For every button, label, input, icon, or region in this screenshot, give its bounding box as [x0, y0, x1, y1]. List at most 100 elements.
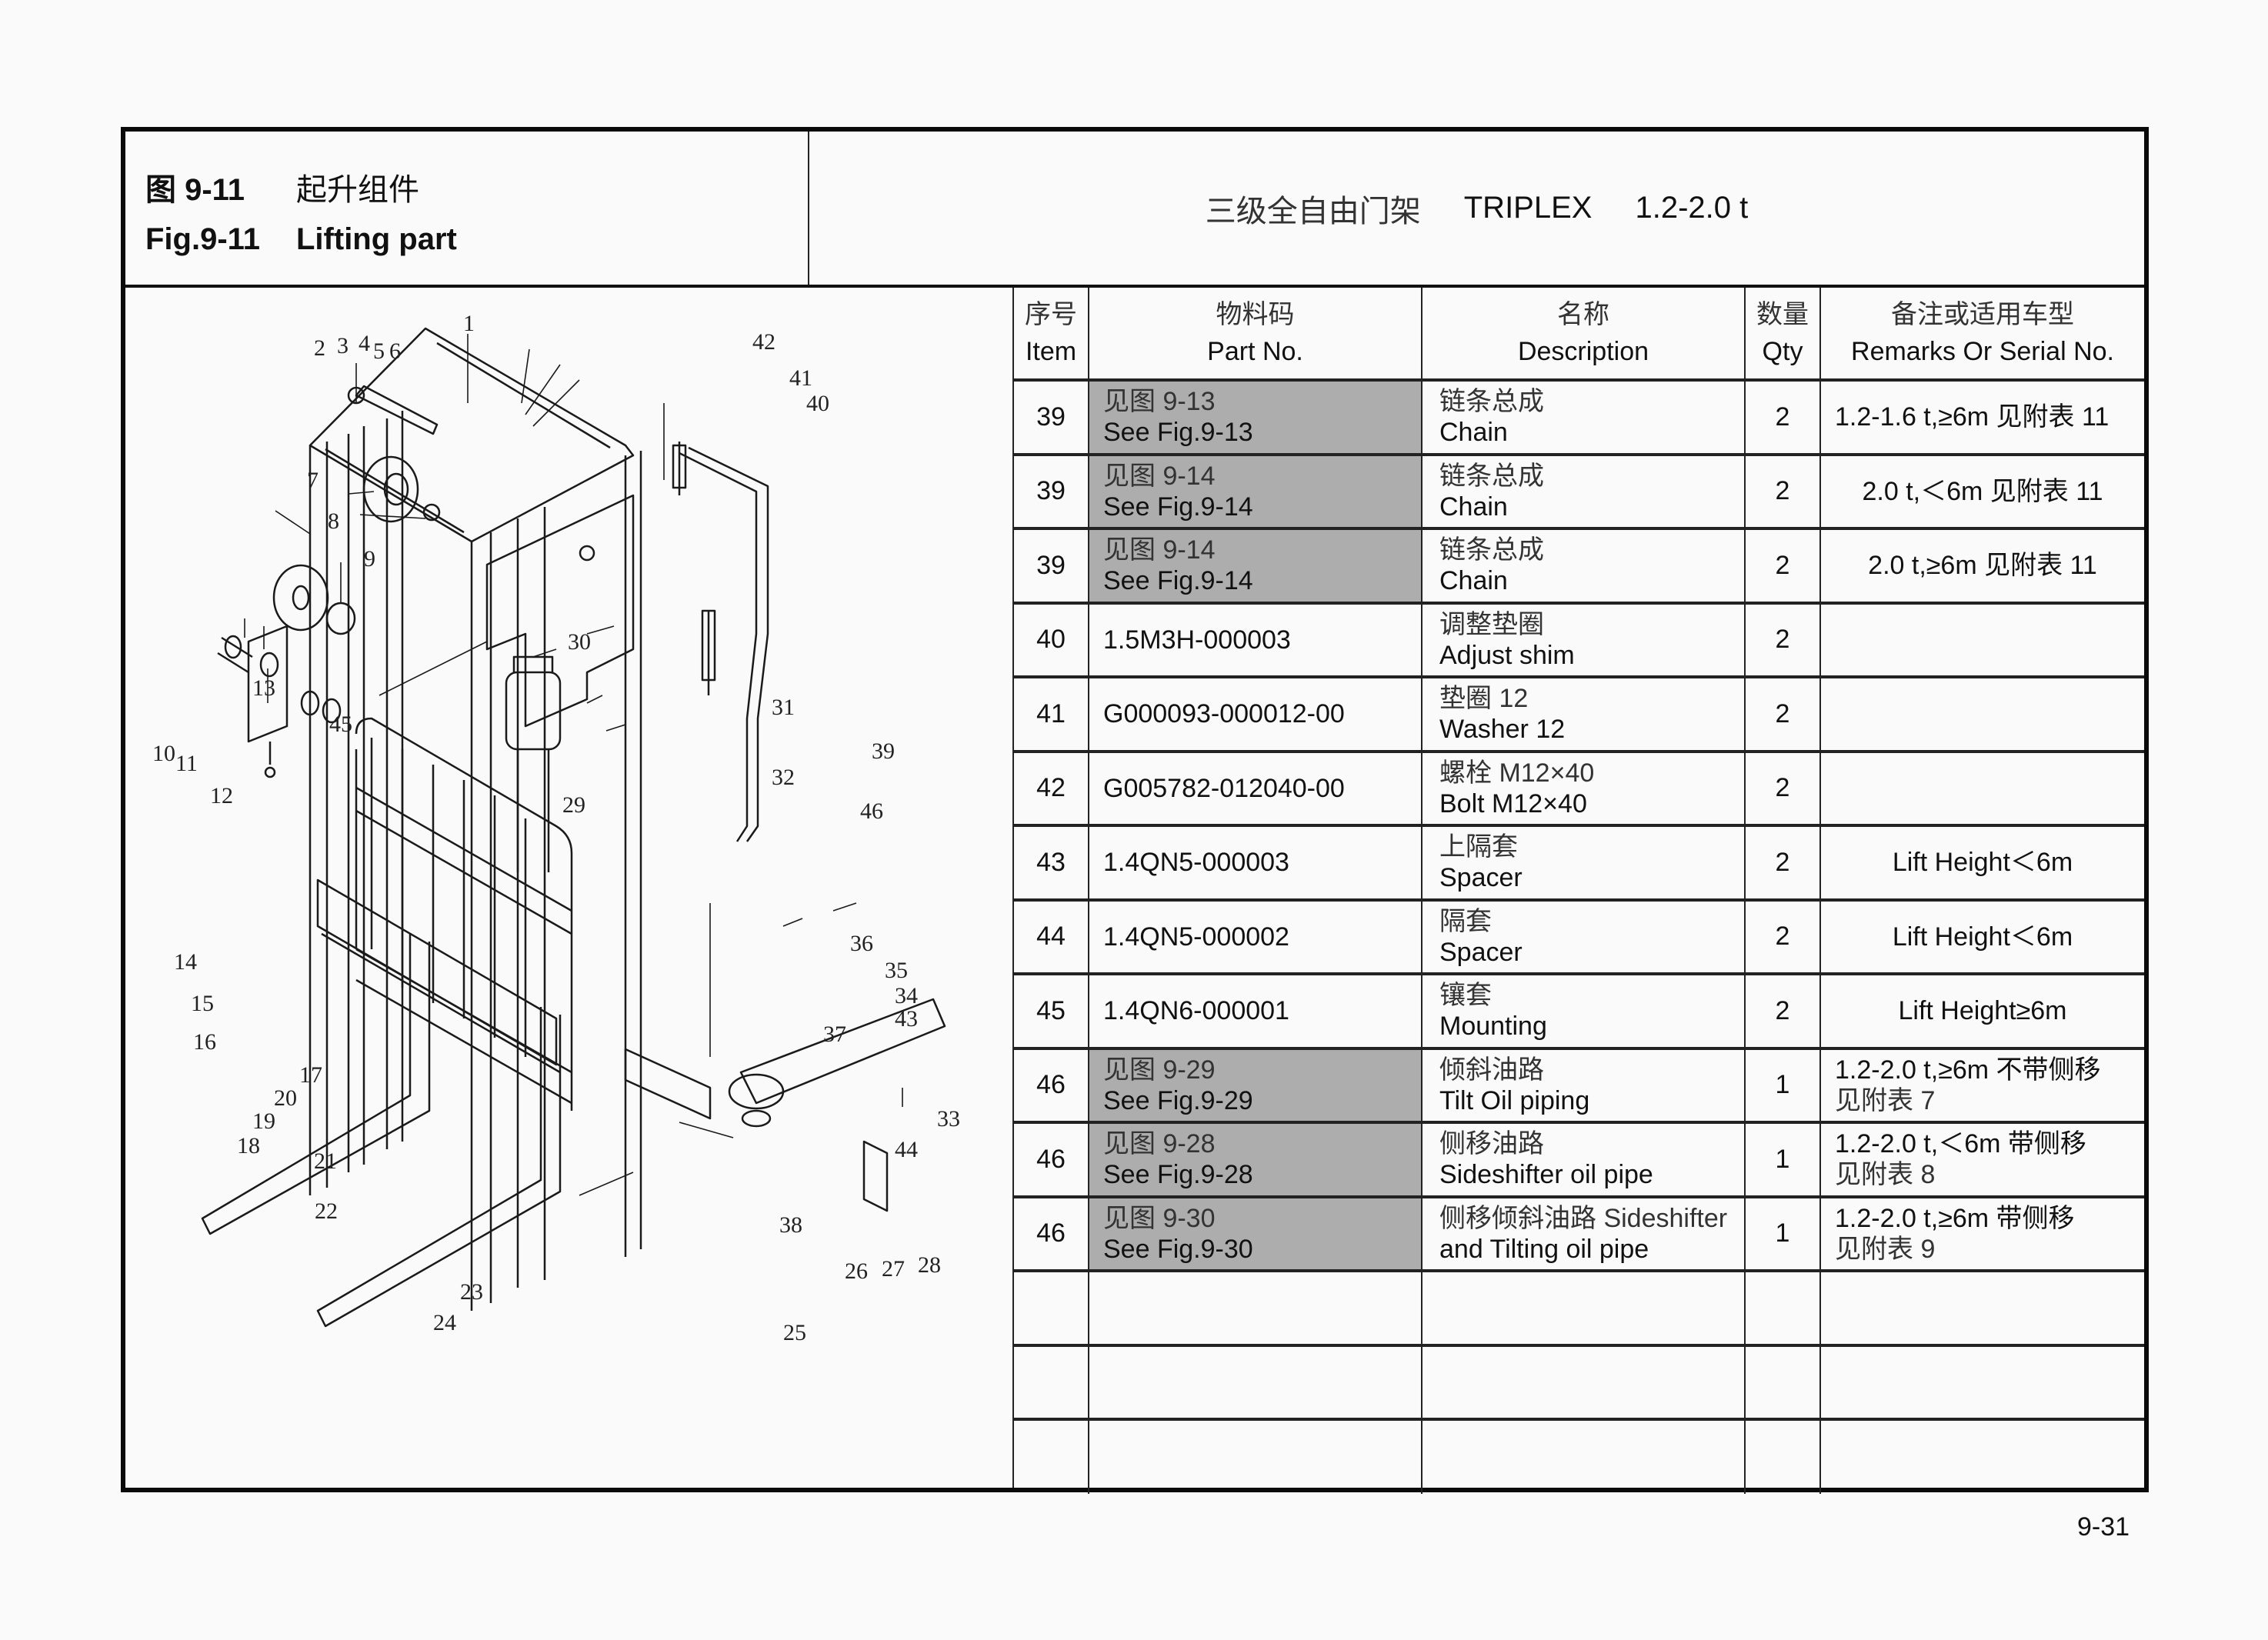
- callout-34: 34: [895, 983, 918, 1008]
- callout-46: 46: [860, 798, 883, 824]
- callout-28: 28: [918, 1252, 941, 1278]
- diagram-callouts: 1 2 3 4 5 6 7 8 9 10 11 12 13 14 15 16 1…: [152, 311, 960, 1345]
- model-name-cn: 三级全自由门架: [1205, 194, 1421, 228]
- quantity: 1: [1744, 1195, 1821, 1272]
- quantity: 2: [1744, 378, 1821, 455]
- figure-number-cn: 图 9-11: [145, 173, 245, 207]
- mast-assembly-drawing: [201, 327, 946, 1328]
- quantity: 2: [1744, 675, 1821, 752]
- model-capacity: 1.2-2.0 t: [1635, 191, 1749, 225]
- item-number: 43: [1014, 824, 1089, 901]
- item-number: 39: [1014, 452, 1089, 529]
- item-number: 41: [1014, 675, 1089, 752]
- remarks: 2.0 t,＜6m 见附表 11: [1819, 452, 2144, 529]
- callout-4: 4: [359, 331, 370, 356]
- exploded-diagram: 1 2 3 4 5 6 7 8 9 10 11 12 13 14 15 16 1…: [125, 288, 1012, 1488]
- item-number: 44: [1014, 898, 1089, 975]
- callout-14: 14: [174, 949, 197, 975]
- callout-31: 31: [772, 695, 795, 720]
- table-row-empty: [1014, 1269, 2144, 1346]
- figure-number-en: Fig.9-11: [145, 222, 260, 256]
- callout-18: 18: [237, 1133, 260, 1158]
- item-number: 46: [1014, 1046, 1089, 1123]
- callout-39: 39: [872, 738, 895, 764]
- table-row-empty: [1014, 1343, 2144, 1420]
- remarks: [1819, 749, 2144, 826]
- callout-7: 7: [307, 468, 319, 493]
- callout-45: 45: [329, 712, 352, 737]
- callout-25: 25: [783, 1320, 806, 1345]
- callout-10: 10: [152, 741, 175, 766]
- remarks: Lift Height＜6m: [1819, 824, 2144, 901]
- callout-15: 15: [191, 991, 214, 1016]
- item-number: 45: [1014, 972, 1089, 1049]
- callout-13: 13: [252, 675, 275, 701]
- callout-2: 2: [314, 335, 325, 361]
- part-number: 1.4QN5-000003: [1088, 824, 1423, 901]
- item-number: 39: [1014, 378, 1089, 455]
- quantity: 2: [1744, 824, 1821, 901]
- callout-17: 17: [299, 1062, 322, 1088]
- callout-19: 19: [252, 1108, 275, 1134]
- callout-35: 35: [885, 958, 908, 983]
- item-number: 42: [1014, 749, 1089, 826]
- model-title-block: 三级全自由门架 TRIPLEX 1.2-2.0 t: [809, 132, 2144, 285]
- part-number: G005782-012040-00: [1088, 749, 1423, 826]
- callout-20: 20: [274, 1085, 297, 1111]
- remarks: [1819, 675, 2144, 752]
- quantity: 1: [1744, 1121, 1821, 1198]
- callout-16: 16: [193, 1029, 216, 1055]
- callout-40: 40: [806, 391, 829, 416]
- callout-22: 22: [315, 1198, 338, 1224]
- remarks: [1819, 601, 2144, 678]
- page-number: 9-31: [2077, 1512, 2130, 1542]
- callout-33: 33: [937, 1106, 960, 1132]
- table-row-empty: [1014, 1418, 2144, 1494]
- callout-24: 24: [433, 1310, 456, 1335]
- callout-9: 9: [364, 546, 375, 572]
- callout-12: 12: [210, 783, 233, 808]
- callout-8: 8: [328, 508, 339, 534]
- model-name-en: TRIPLEX: [1463, 191, 1593, 225]
- remarks: 1.2-2.0 t,≥6m 带侧移见附表 9: [1819, 1195, 2144, 1272]
- callout-36: 36: [850, 931, 873, 956]
- part-number: 1.4QN6-000001: [1088, 972, 1423, 1049]
- item-number: 39: [1014, 527, 1089, 604]
- quantity: 2: [1744, 452, 1821, 529]
- quantity: 2: [1744, 601, 1821, 678]
- remarks: Lift Height＜6m: [1819, 898, 2144, 975]
